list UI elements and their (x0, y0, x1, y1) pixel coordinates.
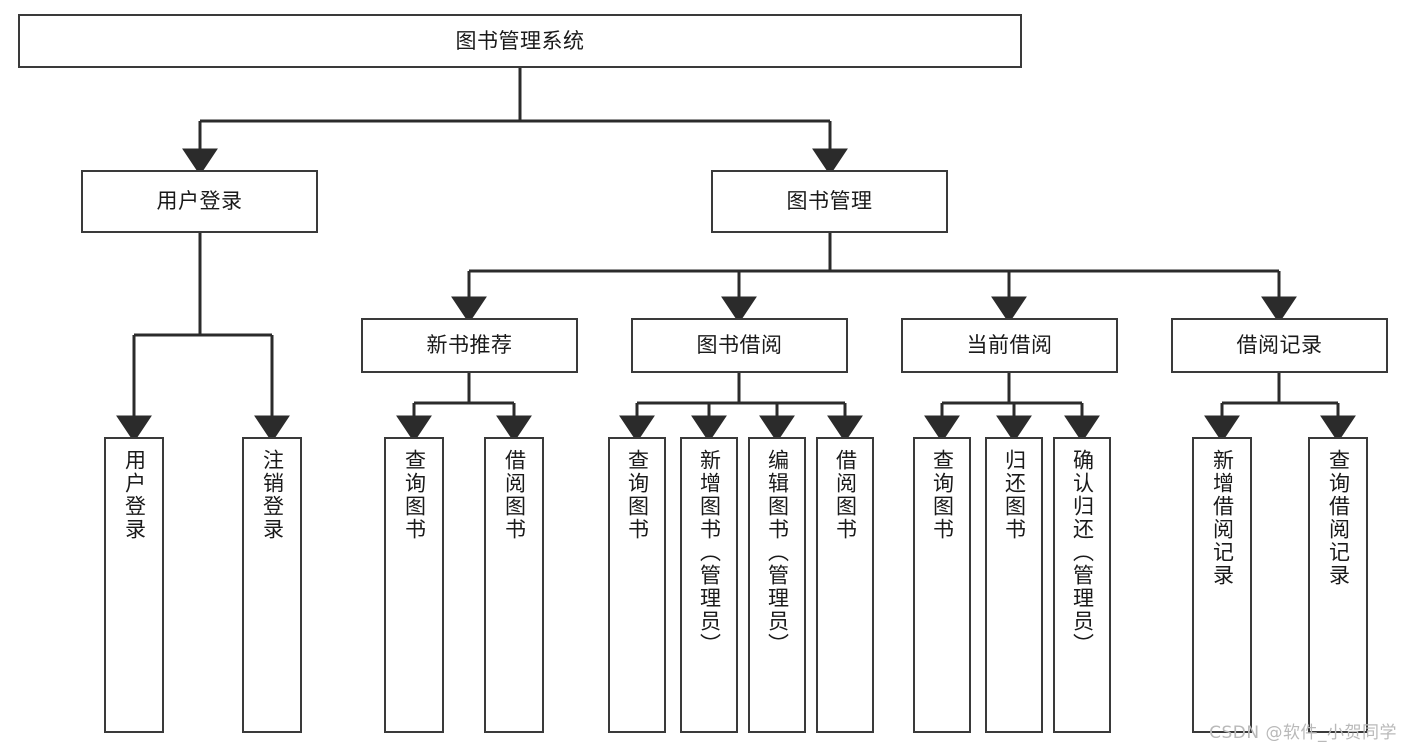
node-current-borrow[interactable]: 当前借阅 (901, 318, 1118, 373)
node-new-book-recommend-label: 新书推荐 (426, 333, 513, 358)
watermark-text: CSDN @软件_小贺同学 (1209, 723, 1397, 743)
node-book-borrow[interactable]: 图书借阅 (631, 318, 848, 373)
node-current-borrow-label: 当前借阅 (966, 333, 1053, 358)
leaf-borrow-book[interactable]: 借阅图书 (816, 437, 874, 733)
node-root[interactable]: 图书管理系统 (18, 14, 1022, 68)
leaf-query-record-label: 查询借阅记录 (1326, 449, 1351, 587)
node-book-manage[interactable]: 图书管理 (711, 170, 948, 233)
leaf-edit-book-label: 编辑图书（管理员） (765, 449, 790, 656)
leaf-user-login[interactable]: 用户登录 (104, 437, 164, 733)
leaf-borrow-book-rec[interactable]: 借阅图书 (484, 437, 544, 733)
leaf-return-book-label: 归还图书 (1002, 449, 1027, 541)
node-borrow-record-label: 借阅记录 (1236, 333, 1323, 358)
leaf-add-record-label: 新增借阅记录 (1210, 449, 1235, 587)
leaf-user-login-label: 用户登录 (122, 449, 147, 541)
leaf-add-book[interactable]: 新增图书（管理员） (680, 437, 738, 733)
leaf-query-book-cur-label: 查询图书 (930, 449, 955, 541)
node-user-login[interactable]: 用户登录 (81, 170, 318, 233)
leaf-query-book-borrow-label: 查询图书 (625, 449, 650, 541)
node-user-login-label: 用户登录 (156, 189, 243, 214)
leaf-confirm-return-label: 确认归还（管理员） (1070, 449, 1095, 656)
leaf-query-record[interactable]: 查询借阅记录 (1308, 437, 1368, 733)
leaf-confirm-return[interactable]: 确认归还（管理员） (1053, 437, 1111, 733)
node-book-borrow-label: 图书借阅 (696, 333, 783, 358)
leaf-borrow-book-rec-label: 借阅图书 (502, 449, 527, 541)
leaf-user-logout-label: 注销登录 (260, 449, 285, 541)
leaf-query-book-borrow[interactable]: 查询图书 (608, 437, 666, 733)
node-root-label: 图书管理系统 (455, 28, 585, 53)
leaf-borrow-book-label: 借阅图书 (833, 449, 858, 541)
node-new-book-recommend[interactable]: 新书推荐 (361, 318, 578, 373)
leaf-user-logout[interactable]: 注销登录 (242, 437, 302, 733)
node-borrow-record[interactable]: 借阅记录 (1171, 318, 1388, 373)
leaf-query-book-rec[interactable]: 查询图书 (384, 437, 444, 733)
node-book-manage-label: 图书管理 (786, 189, 873, 214)
leaf-return-book[interactable]: 归还图书 (985, 437, 1043, 733)
leaf-add-book-label: 新增图书（管理员） (697, 449, 722, 656)
leaf-query-book-rec-label: 查询图书 (402, 449, 427, 541)
leaf-add-record[interactable]: 新增借阅记录 (1192, 437, 1252, 733)
leaf-query-book-cur[interactable]: 查询图书 (913, 437, 971, 733)
leaf-edit-book[interactable]: 编辑图书（管理员） (748, 437, 806, 733)
